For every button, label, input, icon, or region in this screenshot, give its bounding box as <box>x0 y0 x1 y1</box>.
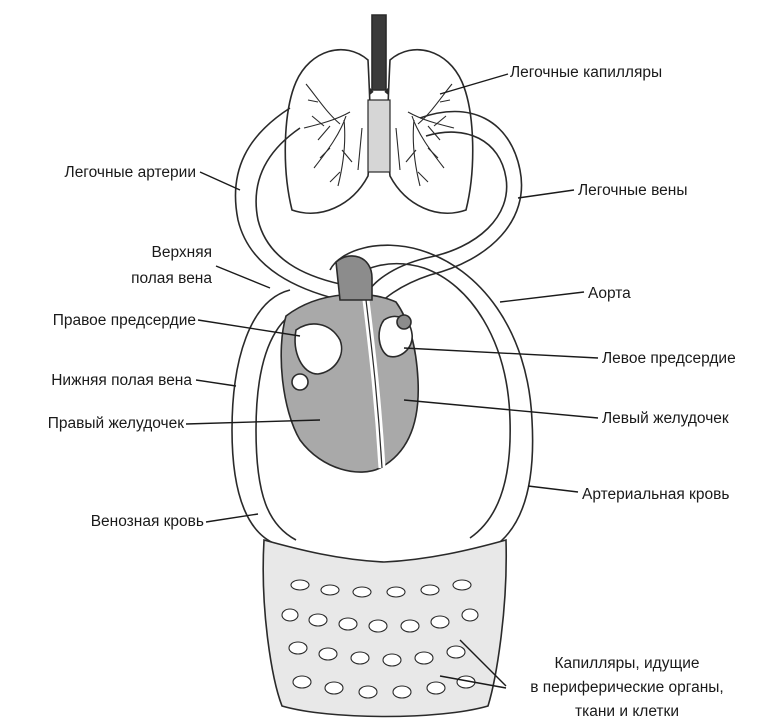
right-lung <box>285 50 370 214</box>
label-superior-vena-cava-2: полая вена <box>80 269 212 288</box>
left-lung <box>388 50 473 214</box>
label-left-ventricle: Левый желудочек <box>602 409 729 428</box>
label-superior-vena-cava-1: Верхняя <box>80 243 212 262</box>
label-pulmonary-veins: Легочные вены <box>578 181 687 200</box>
label-capillaries-3: ткани и клетки <box>496 702 758 721</box>
label-capillaries-1: Капилляры, идущие <box>496 654 758 673</box>
label-right-ventricle: Правый желудочек <box>4 414 184 433</box>
label-right-atrium: Правое предсердие <box>10 311 196 330</box>
capillary-bed <box>263 540 506 717</box>
heart <box>281 256 418 472</box>
label-inferior-vena-cava: Нижняя полая вена <box>6 371 192 390</box>
label-venous-blood: Венозная кровь <box>40 512 204 531</box>
label-left-atrium: Левое предсердие <box>602 349 736 368</box>
label-pulmonary-capillaries: Легочные капилляры <box>510 63 662 82</box>
label-aorta: Аорта <box>588 284 631 303</box>
label-pulmonary-arteries: Легочные артерии <box>20 163 196 182</box>
label-capillaries-2: в периферические органы, <box>496 678 758 697</box>
label-arterial-blood: Артериальная кровь <box>582 485 729 504</box>
